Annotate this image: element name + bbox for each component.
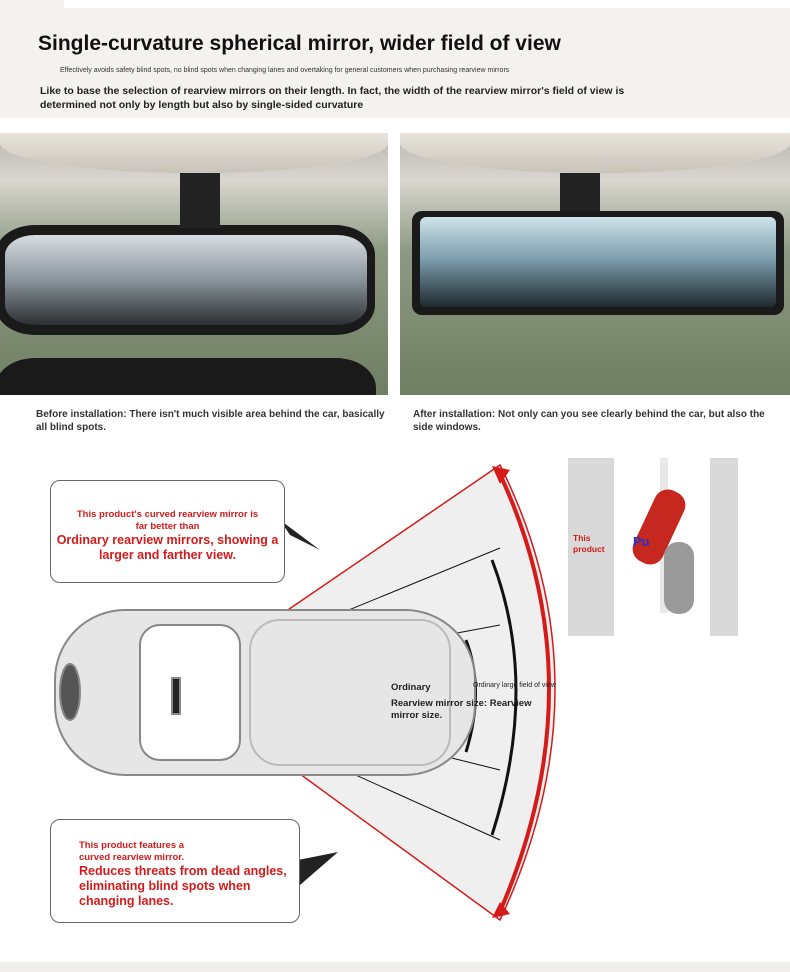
car-topview	[54, 609, 476, 776]
subtitle: Effectively avoids safety blind spots, n…	[60, 67, 510, 74]
bottom-callout: This product features a curved rearview …	[50, 819, 300, 923]
wide-view-arc	[496, 469, 551, 917]
before-photo	[0, 133, 388, 395]
page-title: Single-curvature spherical mirror, wider…	[38, 32, 561, 55]
car-text: Pu	[633, 534, 650, 549]
bottom-callout-large: Reduces threats from dead angles, elimin…	[79, 864, 287, 908]
header-strip	[64, 0, 790, 8]
after-caption: After installation: Not only can you see…	[413, 409, 765, 433]
top-callout-large: Ordinary rearview mirrors, showing a lar…	[56, 533, 279, 562]
ordinary-field-label: Ordinary large field of view	[473, 682, 556, 689]
header-band	[0, 0, 790, 118]
ordinary-view-arc	[490, 559, 518, 836]
before-caption: Before installation: There isn't much vi…	[36, 409, 385, 433]
grey-car	[664, 542, 694, 614]
lead-text: Like to base the selection of rearview m…	[40, 85, 625, 111]
top-callout-small: This product's curved rearview mirror is…	[76, 509, 259, 532]
lane-change-inset: Pu This product	[568, 458, 738, 636]
top-callout: This product's curved rearview mirror is…	[50, 480, 285, 583]
footer-band	[0, 962, 790, 972]
inset-label: This product	[573, 533, 605, 554]
after-photo	[400, 133, 790, 395]
bottom-callout-small: This product features a curved rearview …	[79, 840, 185, 863]
mirror-size-label: Rearview mirror size: Rearview mirror si…	[391, 698, 532, 721]
ordinary-label: Ordinary	[391, 682, 431, 693]
field-of-view-diagram	[54, 463, 556, 922]
